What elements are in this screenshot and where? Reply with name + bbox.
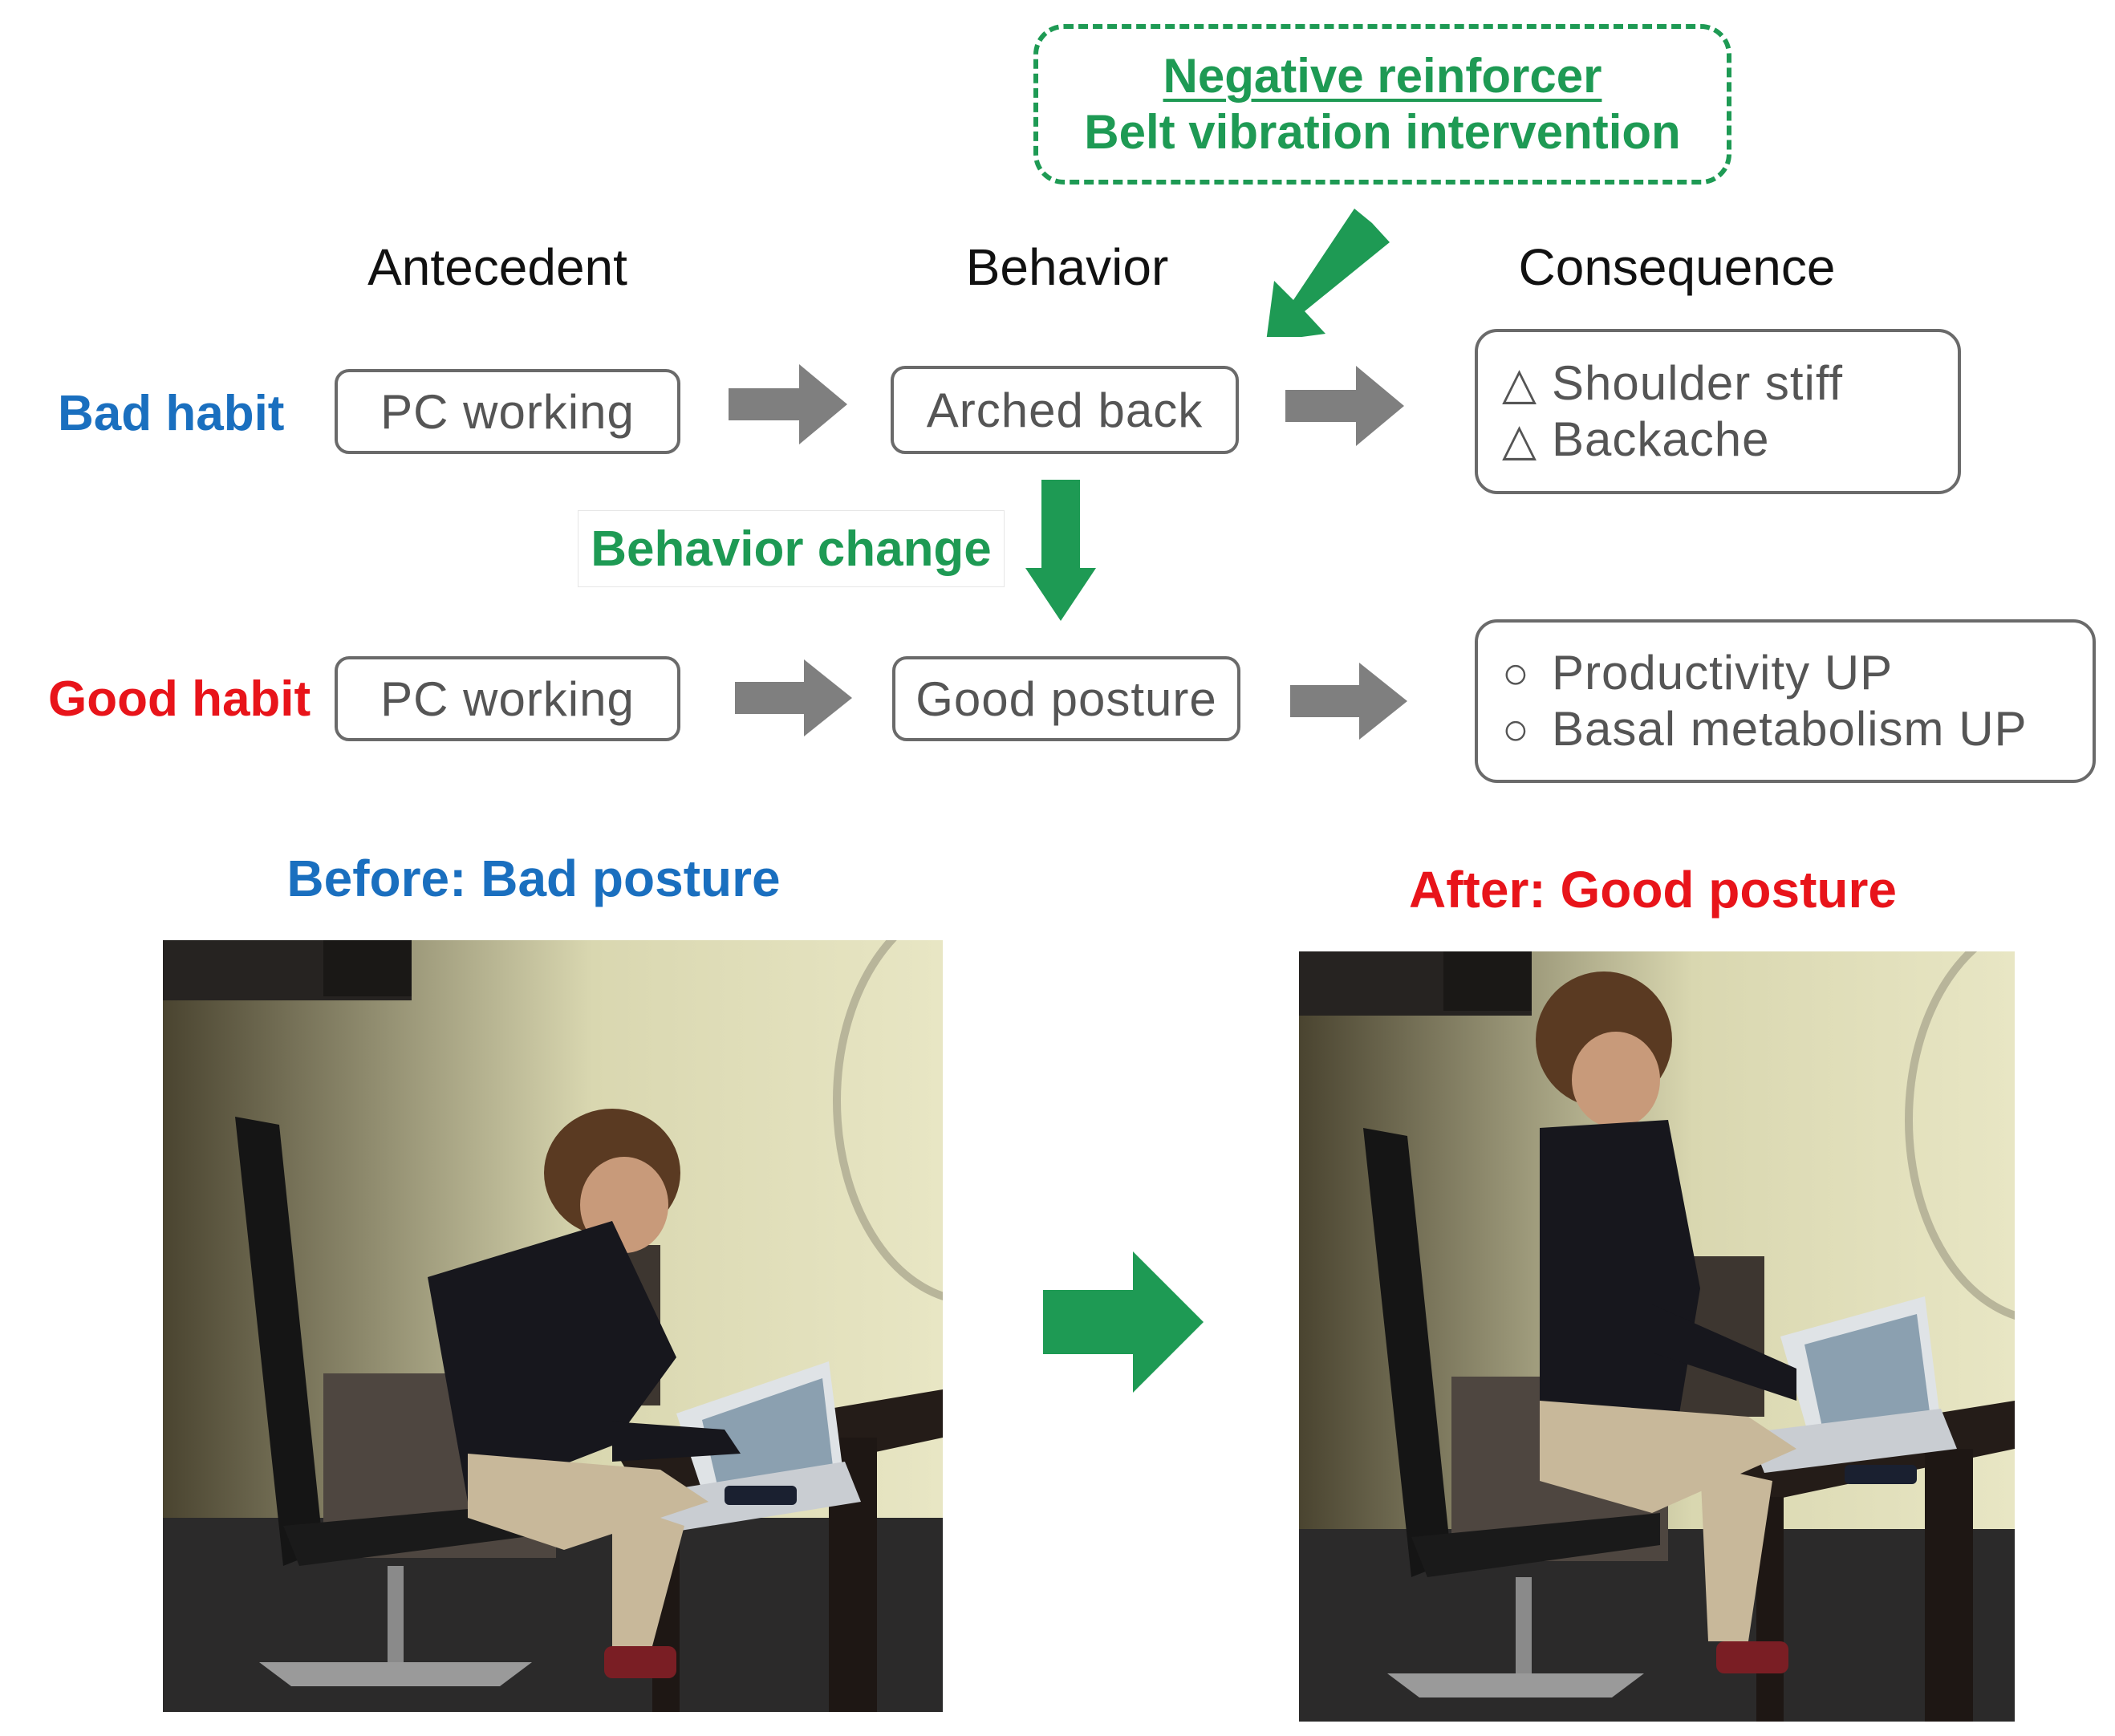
behavior-header: Behavior: [965, 238, 1169, 296]
good-arrow-2-icon: [1290, 663, 1407, 740]
circle-icon: ○: [1502, 647, 1530, 698]
triangle-icon: △: [1502, 414, 1538, 464]
good-arrow-1-icon: [735, 659, 852, 736]
negative-reinforcer-title: Negative reinforcer: [1163, 49, 1602, 103]
before-after-arrow-icon: [1043, 1251, 1204, 1393]
good-habit-label: Good habit: [48, 671, 311, 727]
before-photo: [163, 940, 943, 1712]
good-consequence-text: Productivity UP: [1552, 646, 1894, 700]
good-consequence-item: ○ Productivity UP: [1502, 645, 1893, 701]
before-title: Before: Bad posture: [286, 850, 781, 907]
bad-antecedent-box: PC working: [335, 369, 680, 454]
after-photo: [1299, 951, 2015, 1722]
triangle-icon: △: [1502, 358, 1538, 408]
bad-behavior-box: Arched back: [891, 366, 1239, 454]
consequence-header: Consequence: [1518, 238, 1836, 296]
good-consequence-box: ○ Productivity UP ○ Basal metabolism UP: [1475, 619, 2096, 783]
good-behavior-box: Good posture: [892, 656, 1240, 741]
behavior-change-label: Behavior change: [578, 510, 1005, 587]
reinforcer-arrow-icon: [1266, 209, 1390, 337]
after-photo-illustration: [1299, 951, 2015, 1722]
negative-reinforcer-box: Negative reinforcer Belt vibration inter…: [1033, 24, 1731, 185]
belt-vibration-label: Belt vibration intervention: [1084, 105, 1681, 159]
before-photo-illustration: [163, 940, 943, 1712]
bad-consequence-item: △ Shoulder stiff: [1502, 355, 1843, 412]
good-consequence-item: ○ Basal metabolism UP: [1502, 701, 2028, 757]
bad-arrow-1-icon: [729, 364, 847, 444]
bad-consequence-text: Backache: [1552, 412, 1770, 466]
antecedent-header: Antecedent: [367, 238, 627, 296]
bad-arrow-2-icon: [1285, 366, 1404, 446]
bad-consequence-item: △ Backache: [1502, 412, 1770, 468]
behavior-change-arrow-icon: [1025, 480, 1096, 621]
good-consequence-text: Basal metabolism UP: [1552, 702, 2028, 756]
bad-consequence-box: △ Shoulder stiff △ Backache: [1475, 329, 1961, 494]
bad-consequence-text: Shoulder stiff: [1552, 356, 1844, 410]
after-title: After: Good posture: [1409, 861, 1897, 919]
good-antecedent-box: PC working: [335, 656, 680, 741]
bad-habit-label: Bad habit: [58, 386, 285, 441]
circle-icon: ○: [1502, 704, 1530, 754]
